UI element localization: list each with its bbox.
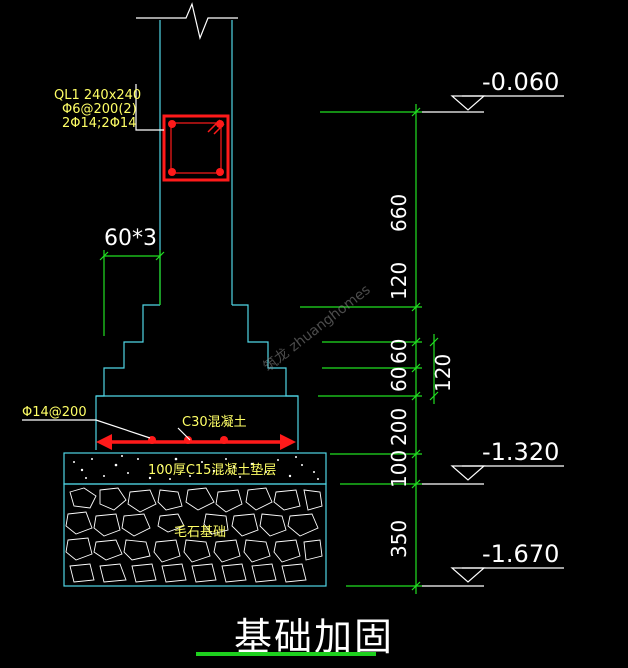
- cushion-hatch: [73, 455, 319, 480]
- title-underline: [196, 652, 376, 656]
- beam-label-line1: QL1 240x240: [54, 88, 141, 103]
- stepped-footing-left: [95, 304, 160, 450]
- beam-label-line3: 2Φ14;2Φ14: [62, 116, 136, 131]
- elevation-top: -0.060: [422, 68, 564, 113]
- concrete-label: C30混凝土: [182, 414, 247, 430]
- beam-label-line2: Φ6@200(2): [62, 102, 137, 117]
- rubble-foundation: [63, 483, 327, 587]
- rubble-label: 毛石基础: [174, 525, 226, 540]
- elevation-mid-label: -1.320: [482, 438, 559, 466]
- dim-660: 660: [387, 194, 411, 232]
- ring-beam-rebars: [168, 120, 224, 176]
- rebar-label: Φ14@200: [22, 405, 87, 420]
- ring-beam-stirrup: [170, 122, 222, 174]
- drawing-title: 基础加固: [233, 615, 394, 659]
- elevation-bottom-label: -1.670: [482, 540, 559, 568]
- break-line: [136, 2, 238, 40]
- step-dimension: 60*3: [99, 226, 165, 336]
- elevation-bottom: -1.670: [422, 540, 564, 587]
- elevation-top-label: -0.060: [482, 68, 559, 96]
- dim-60-a: 60: [387, 339, 411, 364]
- cushion-label: 100厚C15混凝土垫层: [148, 462, 276, 478]
- dim-350: 350: [387, 520, 411, 558]
- dim-60-b: 60: [387, 367, 411, 392]
- dim-120-upper: 120: [387, 262, 411, 300]
- dim-100: 100: [387, 450, 411, 488]
- elevation-mid: -1.320: [422, 438, 564, 485]
- extension-lines: [300, 111, 422, 587]
- ring-beam-box: [162, 114, 230, 182]
- dimension-chain: [411, 104, 439, 594]
- dim-120-lower: 120: [431, 354, 455, 392]
- footing-rebar: [96, 434, 296, 450]
- dim-200: 200: [387, 408, 411, 446]
- step-dim-label: 60*3: [104, 226, 157, 251]
- watermark: 筑龙 zhuanghomes: [261, 282, 374, 375]
- rubble-hatch: [65, 487, 323, 583]
